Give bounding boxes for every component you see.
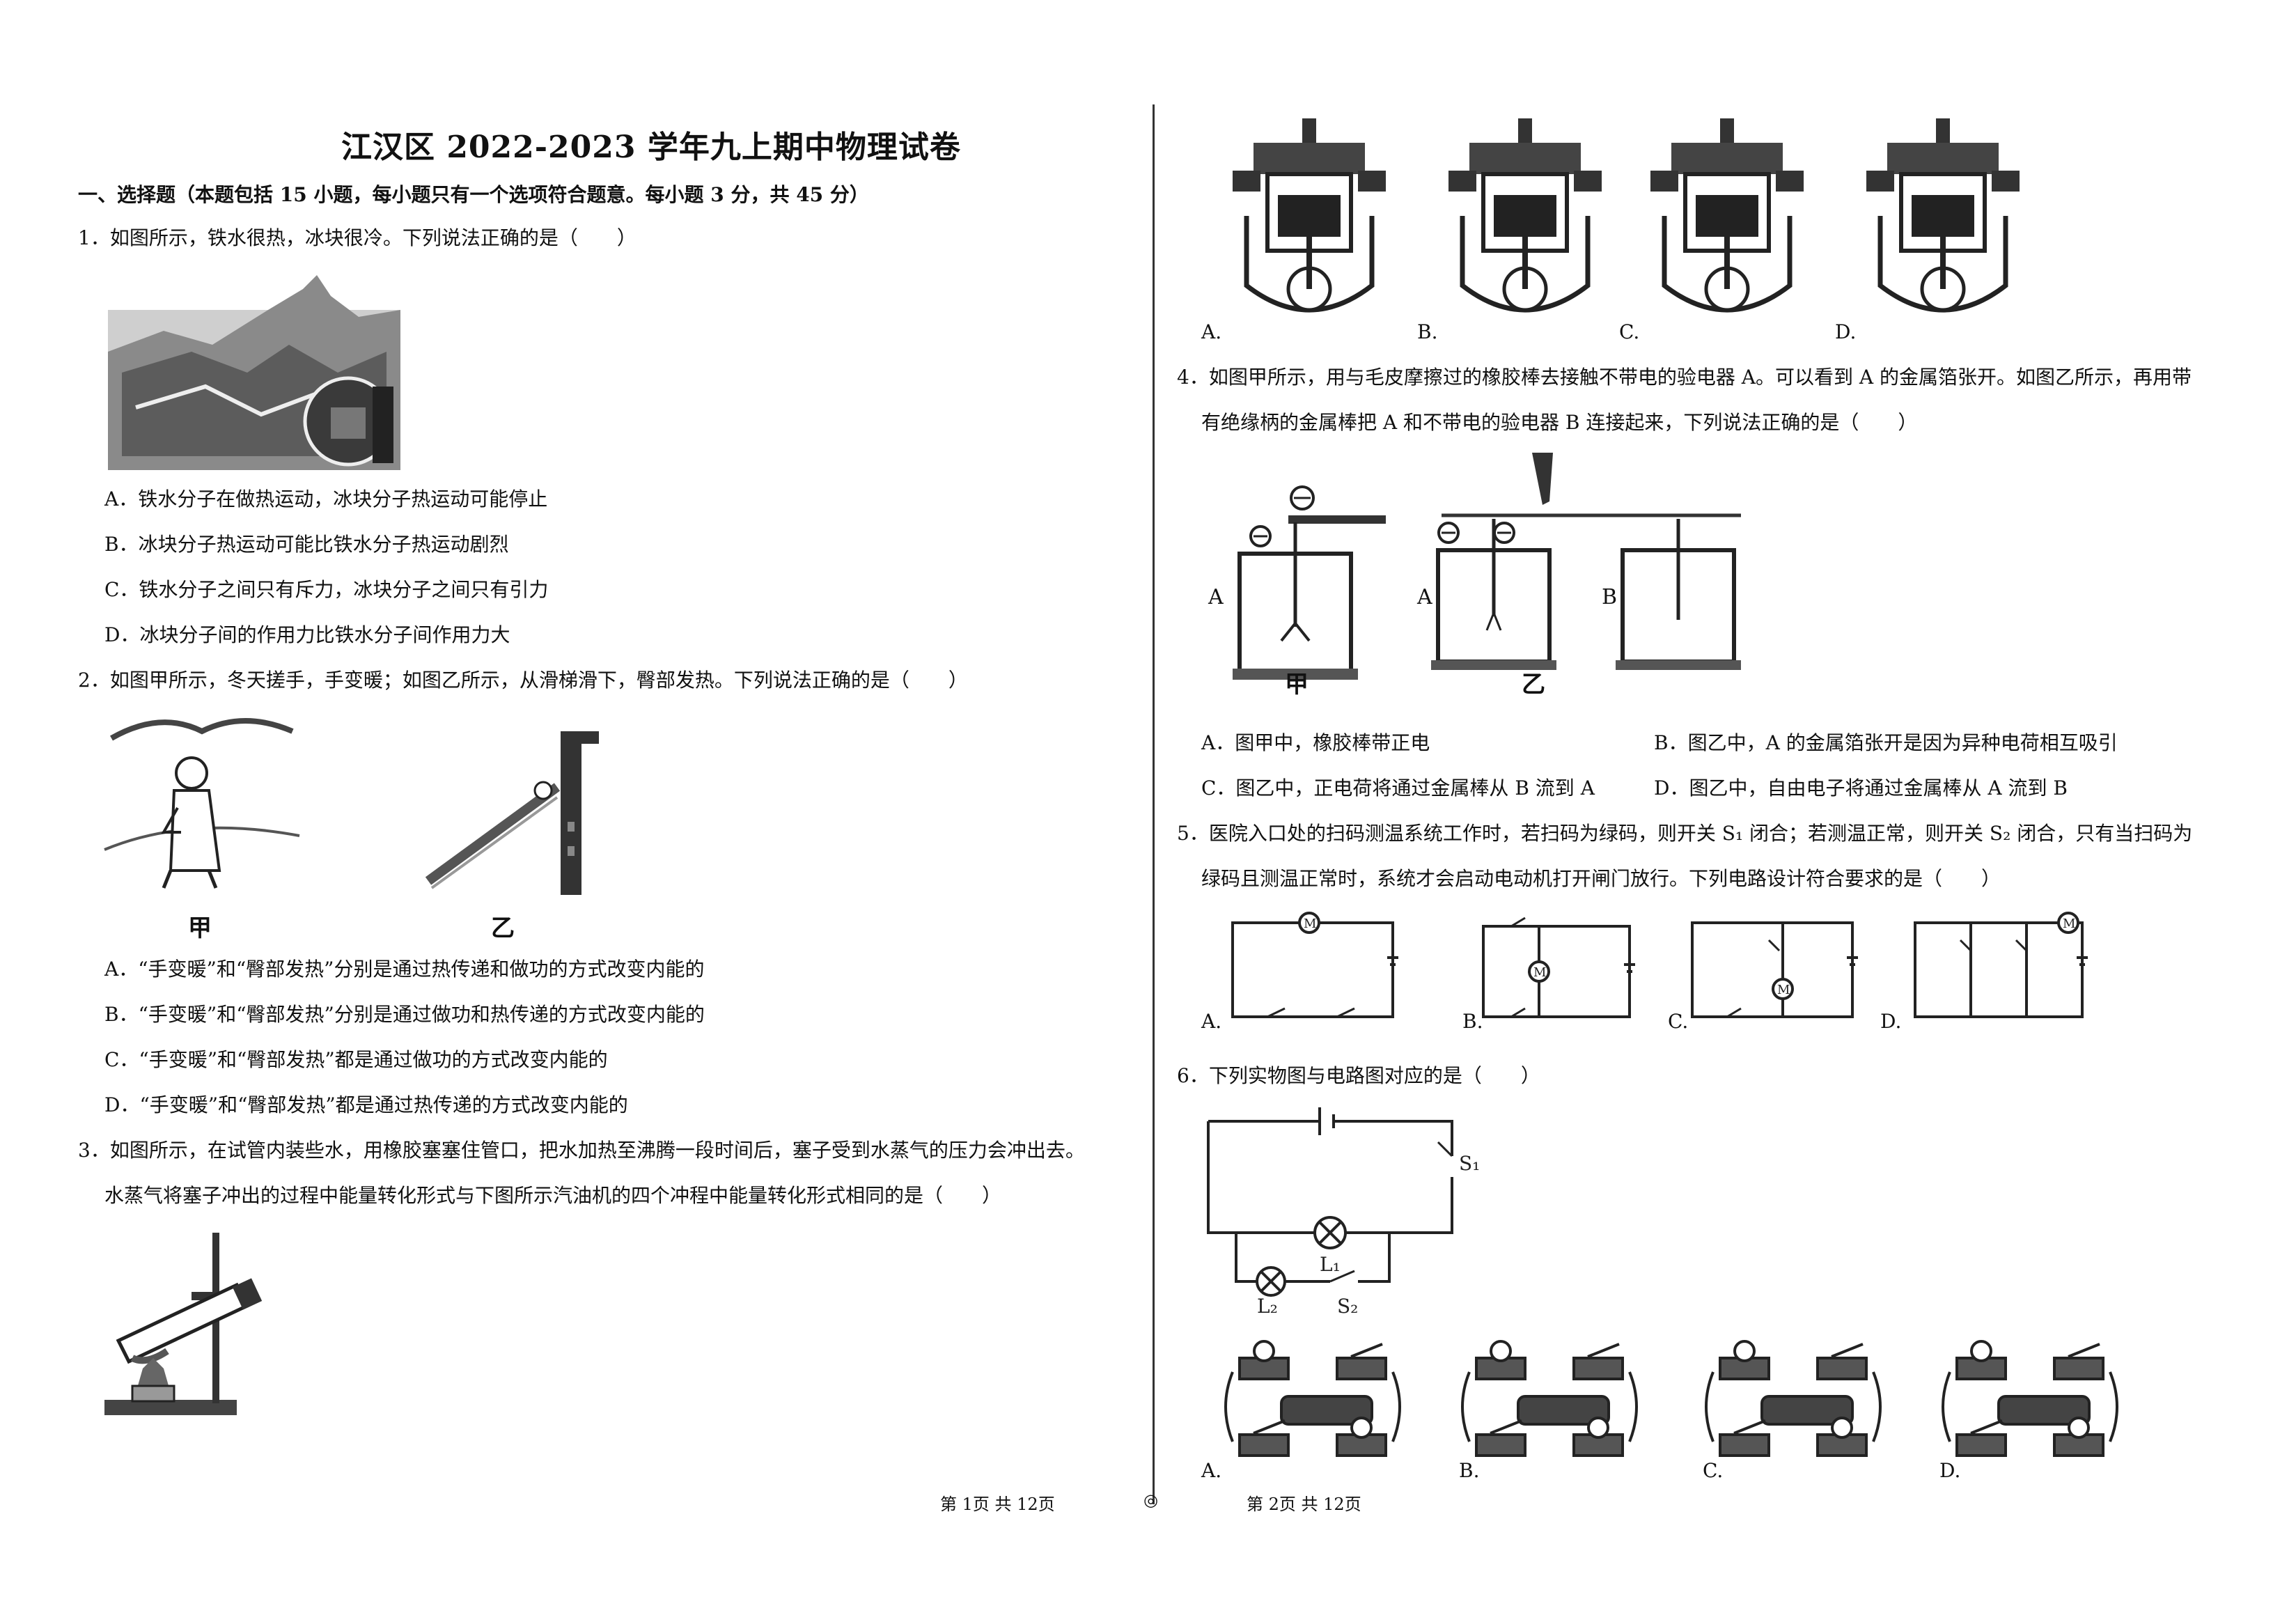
q2-option-c: C．“手变暖”和“臀部发热”都是通过做功的方式改变内能的 <box>104 1048 608 1071</box>
q4-stem-line2: 有绝缘柄的金属棒把 A 和不带电的验电器 B 连接起来，下列说法正确的是（ ） <box>1201 411 1918 434</box>
q4-figure-electroscope-a <box>1233 485 1386 680</box>
exam-title: 江汉区 2022-2023 学年九上期中物理试卷 <box>341 130 961 165</box>
q4-figure-electroscope-ab <box>1431 453 1741 670</box>
q5-label-d: D. <box>1880 1010 1902 1033</box>
engine-stroke-b <box>1448 118 1602 310</box>
q5-label-a: A. <box>1201 1010 1222 1033</box>
q2-option-b: B．“手变暖”和“臀部发热”分别是通过做功和热传递的方式改变内能的 <box>104 1003 705 1026</box>
page-2: A. B. C. D. 4．如图甲所示，用与毛皮摩擦过的橡胶棒去接触不带电的验电… <box>1156 0 2296 1622</box>
svg-text:M: M <box>1533 965 1546 980</box>
q1-stem: 1．如图所示，铁水很热，冰块很冷。下列说法正确的是（ ） <box>78 226 637 249</box>
q1-option-b: B．冰块分子热运动可能比铁水分子热运动剧烈 <box>104 533 509 556</box>
q4-option-d: D．图乙中，自由电子将通过金属棒从 A 流到 B <box>1654 777 2068 800</box>
q4-label-a-1: A <box>1208 585 1224 609</box>
q5-label-c: C. <box>1668 1010 1689 1033</box>
footer-center-mark: ◎ <box>1143 1490 1158 1510</box>
svg-text:L₂: L₂ <box>1257 1295 1278 1318</box>
page-divider <box>1153 104 1155 1504</box>
svg-text:M: M <box>1304 917 1316 931</box>
q6-physical-circuits <box>1224 1340 2118 1457</box>
q6-circuit-diagram: S₁ L₁ L₂ S₂ <box>1207 1107 1480 1318</box>
section-heading: 一、选择题（本题包括 15 小题，每小题只有一个选项符合题意。每小题 3 分，共… <box>78 183 869 206</box>
q3-figure-test-tube <box>104 1233 263 1415</box>
q2-figure-slide <box>425 731 599 895</box>
q2-fig-label-yi: 乙 <box>491 914 515 942</box>
q6-board-d <box>1942 1340 2118 1457</box>
q6-stem: 6．下列实物图与电路图对应的是（ ） <box>1177 1064 1540 1087</box>
q1-option-c: C．铁水分子之间只有斥力，冰块分子之间只有引力 <box>104 578 549 601</box>
q6-label-b: B. <box>1459 1459 1480 1482</box>
q4-option-c: C．图乙中，正电荷将通过金属棒从 B 流到 A <box>1201 777 1595 800</box>
q5-stem-line2: 绿码且测温正常时，系统才会启动电动机打开闸门放行。下列电路设计符合要求的是（ ） <box>1201 867 2001 890</box>
q5-stem-line1: 5．医院入口处的扫码测温系统工作时，若扫码为绿码，则开关 S₁ 闭合；若测温正常… <box>1177 822 2193 845</box>
engine-stroke-c <box>1650 118 1804 310</box>
q4-label-a-2: A <box>1417 585 1432 609</box>
q5-circuits: M M M M <box>1231 912 2088 1018</box>
q2-option-d: D．“手变暖”和“臀部发热”都是通过热传递的方式改变内能的 <box>104 1093 628 1116</box>
q1-figure-molten-iron <box>108 275 400 470</box>
engine-stroke-a <box>1233 118 1386 313</box>
svg-text:S₁: S₁ <box>1459 1152 1480 1175</box>
engine-label-d: D. <box>1835 320 1857 343</box>
q3-stem-line1: 3．如图所示，在试管内装些水，用橡胶塞塞住管口，把水加热至沸腾一段时间后，塞子受… <box>78 1139 1085 1162</box>
q6-board-c <box>1705 1340 1882 1457</box>
q6-label-d: D. <box>1939 1459 1961 1482</box>
svg-text:M: M <box>1777 983 1790 997</box>
q1-option-d: D．冰块分子间的作用力比铁水分子间作用力大 <box>104 623 510 646</box>
q2-figure-rubbing-hands <box>104 718 300 889</box>
engine-label-a: A. <box>1201 320 1222 343</box>
engine-label-c: C. <box>1619 320 1640 343</box>
engine-stroke-d <box>1866 118 2020 310</box>
q6-board-b <box>1461 1340 1638 1457</box>
q4-label-b: B <box>1602 585 1618 609</box>
q4-option-b: B．图乙中，A 的金属箔张开是因为异种电荷相互吸引 <box>1654 731 2118 754</box>
q3-stem-line2: 水蒸气将塞子冲出的过程中能量转化形式与下图所示汽油机的四个冲程中能量转化形式相同… <box>104 1184 1002 1207</box>
svg-text:M: M <box>2063 917 2075 931</box>
footer-page-1: 第 1页 共 12页 <box>940 1495 1055 1514</box>
q5-label-b: B. <box>1462 1010 1483 1033</box>
q4-fig-label-jia: 甲 <box>1285 671 1309 699</box>
q2-stem: 2．如图甲所示，冬天搓手，手变暖；如图乙所示，从滑梯滑下，臀部发热。下列说法正确… <box>78 669 968 692</box>
engine-label-b: B. <box>1417 320 1438 343</box>
q6-label-c: C. <box>1703 1459 1724 1482</box>
q4-stem-line1: 4．如图甲所示，用与毛皮摩擦过的橡胶棒去接触不带电的验电器 A。可以看到 A 的… <box>1177 366 2192 389</box>
q2-fig-label-jia: 甲 <box>188 914 212 942</box>
q4-option-a: A．图甲中，橡胶棒带正电 <box>1201 731 1430 754</box>
q1-option-a: A．铁水分子在做热运动，冰块分子热运动可能停止 <box>104 488 548 510</box>
q2-option-a: A．“手变暖”和“臀部发热”分别是通过热传递和做功的方式改变内能的 <box>104 958 705 981</box>
svg-text:S₂: S₂ <box>1337 1295 1358 1318</box>
svg-text:L₁: L₁ <box>1320 1253 1341 1276</box>
page-1: 江汉区 2022-2023 学年九上期中物理试卷 一、选择题（本题包括 15 小… <box>78 130 1085 1514</box>
q4-fig-label-yi: 乙 <box>1522 671 1545 699</box>
q3-engine-strokes <box>1233 111 2138 334</box>
q6-label-a: A. <box>1201 1459 1222 1482</box>
footer-page-2: 第 2页 共 12页 <box>1247 1495 1361 1514</box>
